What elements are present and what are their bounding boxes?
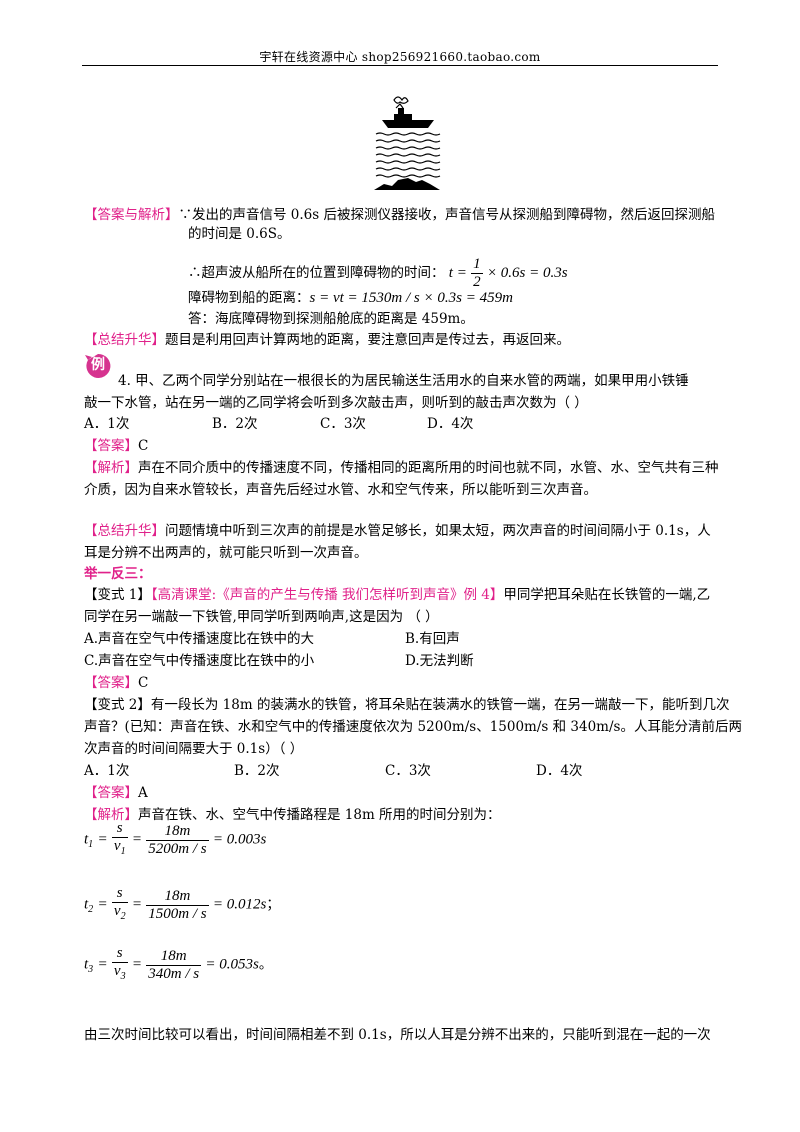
q3-line4: 障碍物到船的距离：s = vt = 1530m / s × 0.3s = 459… xyxy=(188,290,513,306)
v2-line2: 声音？(已知：声音在铁、水和空气中的传播速度依次为 5200m/s、1500m/… xyxy=(84,719,742,735)
example-badge-icon xyxy=(85,353,111,378)
q3-summary: 【总结升华】题目是利用回声计算两地的距离，要注意回声是传过去，再返回来。 xyxy=(84,332,570,348)
v1-line2: 同学在另一端敲一下铁管,甲同学听到两响声,这是因为 （ ） xyxy=(84,609,439,625)
v1-option-c: C.声音在空气中传播速度比在铁中的小 xyxy=(84,653,315,669)
q4-option-c: C．3次 xyxy=(320,416,366,432)
q4-line1: 4. 甲、乙两个同学分别站在一根很长的为居民输送生活用水的自来水管的两端，如果甲… xyxy=(118,373,689,389)
v2-analysis: 【解析】声音在铁、水、空气中传播路程是 18m 所用的时间分别为： xyxy=(84,807,501,823)
q3-line1: 【答案与解析】∵发出的声音信号 0.6s 后被探测仪器接收，声音信号从探测船到障… xyxy=(84,207,715,223)
v1-option-b: B.有回声 xyxy=(405,631,460,647)
v2-option-c: C．3次 xyxy=(385,763,431,779)
v2-option-b: B．2次 xyxy=(234,763,280,779)
q4-summary1: 【总结升华】问题情境中听到三次声的前提是水管足够长，如果太短，两次声音的时间间隔… xyxy=(84,523,711,539)
v1-ref: 【高清课堂:《声音的产生与传播 我们怎样听到声音》例 4】 xyxy=(150,587,504,603)
q4-option-d: D．4次 xyxy=(427,416,474,432)
q4-analysis1: 【解析】声在不同介质中的传播速度不同，传播相同的距离所用的时间也就不同，水管、水… xyxy=(84,460,719,476)
q4-answer: 【答案】C xyxy=(84,438,149,454)
q3-line5: 答：海底障碍物到探测船舱底的距离是 459m。 xyxy=(188,311,474,327)
v2-answer: 【答案】A xyxy=(84,785,148,801)
q4-analysis2: 介质，因为自来水管较长，声音先后经过水管、水和空气传来，所以能听到三次声音。 xyxy=(84,482,597,498)
q4-line2: 敲一下水管，站在另一端的乙同学将会听到多次敲击声，则听到的敲击声次数为（ ） xyxy=(84,395,588,411)
q4-option-a: A．1次 xyxy=(84,416,130,432)
v2-conclusion: 由三次时间比较可以看出，时间间隔相差不到 0.1s，所以人耳是分辨不出来的，只能… xyxy=(84,1027,711,1043)
v1-answer: 【答案】C xyxy=(84,675,149,691)
q4-summary2: 耳是分辨不出两声的，就可能只听到一次声音。 xyxy=(84,545,368,561)
ship-sonar-illustration xyxy=(374,96,441,190)
v1-option-d: D.无法判断 xyxy=(405,653,474,669)
header-rule xyxy=(82,65,718,66)
q3-line2: 的时间是 0.6S。 xyxy=(188,226,291,242)
v2-line1: 【变式 2】有一段长为 18m 的装满水的铁管，将耳朵贴在装满水的铁管一端，在另… xyxy=(84,697,730,713)
v2-option-d: D．4次 xyxy=(536,763,583,779)
v2-line3: 次声音的时间间隔要大于 0.1s）（ ） xyxy=(84,741,304,757)
q4-option-b: B．2次 xyxy=(212,416,258,432)
v1-option-a: A.声音在空气中传播速度比在铁中的大 xyxy=(84,631,315,647)
v1-line1: 【变式 1】【高清课堂:《声音的产生与传播 我们怎样听到声音》例 4】甲同学把耳… xyxy=(84,587,711,603)
section-title: 举一反三： xyxy=(84,566,152,582)
q3-answer-tag: 【答案与解析】 xyxy=(84,207,179,223)
page-header: 宇轩在线资源中心 shop256921660.taobao.com xyxy=(259,50,541,64)
v2-option-a: A．1次 xyxy=(84,763,130,779)
example-badge-label: 例 xyxy=(91,357,105,373)
